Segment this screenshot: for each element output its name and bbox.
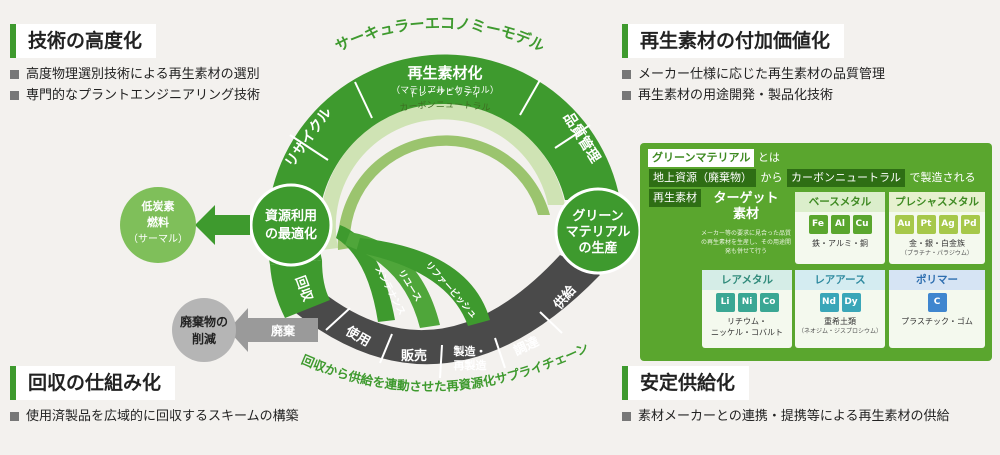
waste-label-2: 削減 xyxy=(192,331,216,346)
card-desc: プラスチック・ゴム xyxy=(901,317,973,326)
card-desc: 重希土類 xyxy=(824,317,856,326)
card-rare-metal: レアメタル Li Ni Co リチウム・ ニッケル・コバルト xyxy=(702,270,792,348)
gm-title: グリーンマテリアル xyxy=(648,149,755,167)
list-item: 専門的なプラントエンジニアリング技術 xyxy=(10,85,260,106)
resource-label-1: 資源利用 xyxy=(265,208,317,224)
card-rare-earth: レアアース Nd Dy 重希土類 （ネオジム・ジスプロシウム） xyxy=(795,270,885,348)
collect-segment xyxy=(270,260,330,318)
low-carbon-label-3: （サーマル） xyxy=(128,233,188,245)
waste-label-1: 廃棄物の xyxy=(180,314,228,329)
resource-node xyxy=(249,183,333,267)
element-cell: Fe xyxy=(808,215,828,234)
waste-node xyxy=(172,298,236,362)
element-cell: Dy xyxy=(841,293,861,312)
waste-arrow-label: 廃棄 xyxy=(271,323,296,338)
low-carbon-label-2: 燃料 xyxy=(146,215,169,229)
card-precious-metal: プレシャスメタル Au Pt Ag Pd 金・銀・白金族 （プラチナ・パラジウム… xyxy=(889,192,985,264)
element-cell: C xyxy=(927,293,947,312)
traceability-label: トレーサビリティ xyxy=(408,87,481,101)
section-title: 回収の仕組み化 xyxy=(10,366,176,400)
carbon-band xyxy=(337,135,550,250)
card-base-metal: ベースメタル Fe Al Cu 鉄・アルミ・銅 xyxy=(795,192,885,264)
manufacture-label-1: 製造・ xyxy=(453,344,487,358)
element-cell: Au xyxy=(894,215,914,234)
carbon-neutral-label: カーボンニュートラル xyxy=(399,100,491,114)
refurbish-arrow xyxy=(356,238,490,326)
waste-arrow xyxy=(228,308,318,352)
sales-label: 販売 xyxy=(401,348,427,364)
reuse-arrow xyxy=(345,232,440,328)
element-cell: Co xyxy=(759,293,779,312)
list-item: 素材メーカーとの連携・提携等による再生素材の供給 xyxy=(622,406,949,427)
outer-dark-arc xyxy=(280,255,600,365)
section-value: 再生素材の付加価値化 メーカー仕様に応じた再生素材の品質管理 再生素材の用途開発… xyxy=(622,24,885,106)
card-desc-2: ニッケル・コバルト xyxy=(711,328,783,337)
element-cell: Ni xyxy=(737,293,757,312)
gm-tag-carbon: カーボンニュートラル xyxy=(787,169,905,187)
element-cell: Pd xyxy=(960,215,980,234)
outer-green-arc xyxy=(267,54,620,265)
gm-from: から xyxy=(760,171,783,184)
card-title: レアアース xyxy=(795,270,885,290)
card-polymer: ポリマー C プラスチック・ゴム xyxy=(889,270,985,348)
list-item: メーカー仕様に応じた再生素材の品質管理 xyxy=(622,64,885,85)
card-title: レアメタル xyxy=(702,270,792,290)
gm-tag-material: 再生素材 xyxy=(649,189,701,207)
section-supply: 安定供給化 素材メーカーとの連携・提携等による再生素材の供給 xyxy=(622,366,949,427)
card-title: ベースメタル xyxy=(795,192,885,212)
list-item: 再生素材の用途開発・製品化技術 xyxy=(622,85,885,106)
element-cell: Nd xyxy=(819,293,839,312)
element-cell: Al xyxy=(830,215,850,234)
element-cell: Cu xyxy=(852,215,872,234)
green-material-definition: グリーンマテリアル とは 地上資源（廃棄物） から カーボンニュートラル で製造… xyxy=(648,149,988,207)
section-tech: 技術の高度化 高度物理選別技術による再生素材の選別 専門的なプラントエンジニアリ… xyxy=(10,24,260,106)
card-desc: リチウム・ xyxy=(727,317,767,326)
element-cell: Ag xyxy=(938,215,958,234)
list-item: 高度物理選別技術による再生素材の選別 xyxy=(10,64,260,85)
target-material: ターゲット 素材 メーカー等の要求に見合った品質の再生素材を生産し、その用途開発… xyxy=(700,191,792,265)
target-note: メーカー等の要求に見合った品質の再生素材を生産し、その用途開発も併せて行う xyxy=(700,230,791,255)
green-label-2: マテリアル xyxy=(566,225,631,240)
card-title: ポリマー xyxy=(889,270,985,290)
manufacture-label-2: 再製造 xyxy=(454,358,488,372)
low-carbon-label-1: 低炭素 xyxy=(141,199,175,213)
recycle-sub-label: （マテリアル・ケミカル） xyxy=(391,85,499,96)
element-cell: Pt xyxy=(916,215,936,234)
section-title: 再生素材の付加価値化 xyxy=(622,24,845,58)
list-item: 使用済製品を広域的に回収するスキームの構築 xyxy=(10,406,299,427)
arc-title-top: サーキュラーエコノミーモデル xyxy=(332,14,548,55)
gm-to: とは xyxy=(757,151,780,164)
card-sub: （プラチナ・パラジウム） xyxy=(901,250,973,257)
resource-label-2: の最適化 xyxy=(265,226,317,242)
section-collection: 回収の仕組み化 使用済製品を広域的に回収するスキームの構築 xyxy=(10,366,299,427)
section-title: 技術の高度化 xyxy=(10,24,157,58)
target-label-2: 素材 xyxy=(732,207,759,222)
section-title: 安定供給化 xyxy=(622,366,750,400)
card-desc: 金・銀・白金族 xyxy=(909,239,965,248)
low-carbon-arrow xyxy=(195,205,250,245)
low-carbon-node xyxy=(120,187,196,263)
gm-made: で製造される xyxy=(909,171,976,184)
recycle-main-label: 再生素材化 xyxy=(407,64,482,82)
card-title: プレシャスメタル xyxy=(889,192,985,212)
card-desc: 鉄・アルミ・銅 xyxy=(812,239,868,248)
element-cell: Li xyxy=(715,293,735,312)
green-label-3: の生産 xyxy=(578,240,617,256)
target-label-1: ターゲット xyxy=(713,191,779,206)
green-label-1: グリーン xyxy=(572,208,623,224)
card-sub: （ネオジム・ジスプロシウム） xyxy=(797,328,882,335)
gm-tag-source: 地上資源（廃棄物） xyxy=(649,169,756,187)
maintenance-arrow xyxy=(336,225,395,322)
